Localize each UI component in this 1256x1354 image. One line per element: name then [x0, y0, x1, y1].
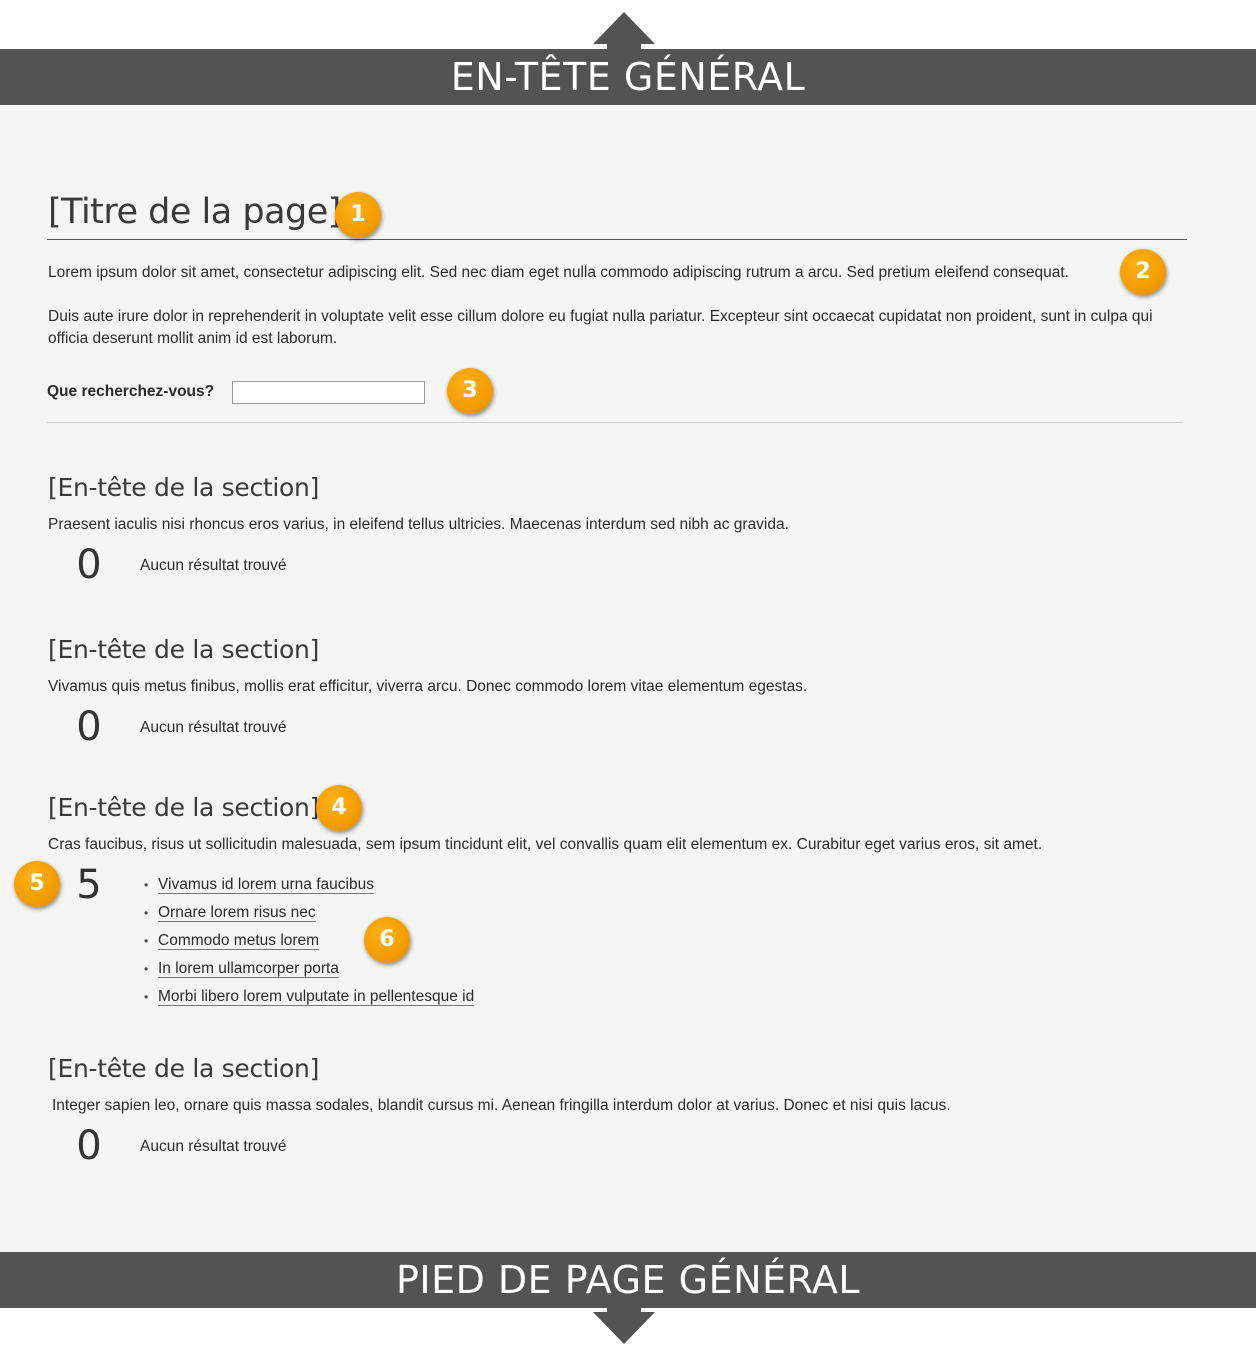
- section-heading: [En-tête de la section]: [48, 1054, 320, 1083]
- callout-badge-1: 1: [335, 192, 381, 238]
- callout-badge-3: 3: [447, 368, 493, 414]
- arrow-up-icon: [593, 12, 655, 50]
- search-label: Que recherchez-vous?: [47, 383, 215, 400]
- intro-paragraph-1: Lorem ipsum dolor sit amet, consectetur …: [48, 264, 1069, 281]
- result-link[interactable]: Vivamus id lorem urna faucibus: [158, 876, 374, 894]
- section-description: Praesent iaculis nisi rhoncus eros variu…: [48, 516, 789, 533]
- result-count: 0: [76, 704, 102, 750]
- page-canvas: [0, 105, 1256, 1252]
- result-count: 5: [76, 862, 102, 908]
- section-description: Vivamus quis metus finibus, mollis erat …: [48, 678, 808, 695]
- result-count: 0: [76, 1123, 102, 1169]
- no-result-message: Aucun résultat trouvé: [140, 719, 287, 736]
- section-heading: [En-tête de la section]: [48, 793, 320, 822]
- bullet-icon: •: [144, 962, 149, 976]
- no-result-message: Aucun résultat trouvé: [140, 1138, 287, 1155]
- callout-badge-2: 2: [1120, 249, 1166, 295]
- section-heading: [En-tête de la section]: [48, 635, 320, 664]
- section-heading: [En-tête de la section]: [48, 473, 320, 502]
- bullet-icon: •: [144, 934, 149, 948]
- result-count: 0: [76, 542, 102, 588]
- callout-badge-5: 5: [14, 861, 60, 907]
- list-item: • Ornare lorem risus nec: [144, 902, 474, 930]
- page-title: [Titre de la page]: [48, 192, 341, 232]
- general-header-band: EN-TÊTE GÉNÉRAL: [0, 49, 1256, 105]
- section-description: Cras faucibus, risus ut sollicitudin mal…: [48, 836, 1043, 853]
- result-link[interactable]: Morbi libero lorem vulputate in pellente…: [158, 988, 475, 1006]
- result-link[interactable]: In lorem ullamcorper porta: [158, 960, 339, 978]
- bullet-icon: •: [144, 990, 149, 1004]
- title-divider: [47, 239, 1187, 240]
- callout-badge-6: 6: [364, 917, 410, 963]
- search-input[interactable]: [232, 381, 425, 404]
- list-item: • Vivamus id lorem urna faucibus: [144, 874, 474, 902]
- general-footer-band: PIED DE PAGE GÉNÉRAL: [0, 1252, 1256, 1308]
- list-item: • In lorem ullamcorper porta: [144, 958, 474, 986]
- no-result-message: Aucun résultat trouvé: [140, 557, 287, 574]
- result-link[interactable]: Ornare lorem risus nec: [158, 904, 316, 922]
- result-link[interactable]: Commodo metus lorem: [158, 932, 320, 950]
- list-item: • Commodo metus lorem: [144, 930, 474, 958]
- callout-badge-4: 4: [316, 785, 362, 831]
- bullet-icon: •: [144, 878, 149, 892]
- list-item: • Morbi libero lorem vulputate in pellent…: [144, 986, 475, 1014]
- intro-paragraph-2: Duis aute irure dolor in reprehenderit i…: [48, 308, 1153, 347]
- search-divider: [47, 422, 1183, 423]
- section-description: Integer sapien leo, ornare quis massa so…: [52, 1097, 951, 1114]
- arrow-down-icon: [593, 1306, 655, 1344]
- result-list: • Vivamus id lorem urna faucibus • Ornare …: [144, 874, 475, 1014]
- bullet-icon: •: [144, 906, 149, 920]
